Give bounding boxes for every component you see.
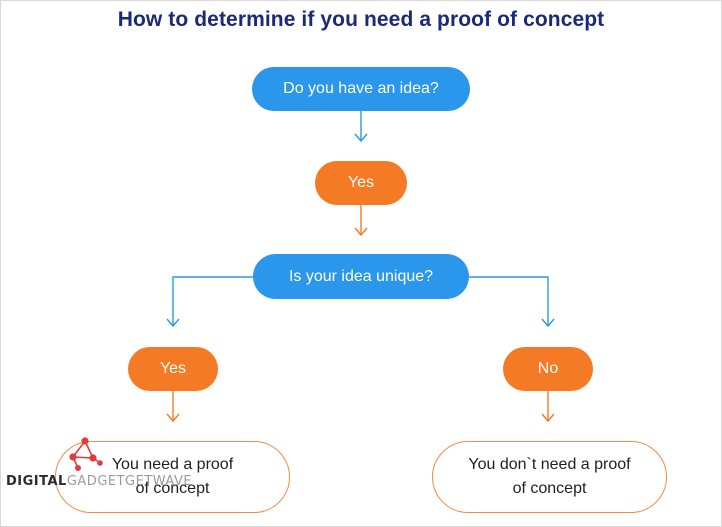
diagram-title: How to determine if you need a proof of … (117, 8, 605, 31)
answer-unique-yes-node: Yes (128, 347, 218, 391)
arrow-q1-to-yes (354, 111, 368, 143)
watermark-logo-icon (69, 437, 103, 471)
arrow-yes-to-q2 (354, 205, 368, 237)
arrow-yes-to-outcome (166, 391, 180, 423)
answer-unique-no-node: No (503, 347, 593, 391)
outcome-need-poc-line-2: of concept (135, 480, 210, 497)
answer-yes-node: Yes (315, 161, 407, 205)
outcome-need-poc-line-1: You need a proof (111, 456, 234, 473)
outcome-no-poc-node: You don`t need a proof of concept (432, 441, 667, 513)
outcome-no-poc-line-2: of concept (512, 480, 587, 497)
arrow-q2-to-no (469, 276, 555, 328)
question-idea-unique-label: Is your idea unique? (288, 267, 434, 285)
arrow-q2-to-yes (166, 276, 253, 328)
question-have-idea-node: Do you have an idea? (252, 67, 470, 111)
answer-unique-yes-label: Yes (159, 360, 187, 377)
outcome-no-poc-line-1: You don`t need a proof (468, 456, 631, 473)
answer-yes-label: Yes (347, 174, 375, 191)
answer-unique-no-label: No (537, 360, 559, 377)
question-idea-unique-node: Is your idea unique? (253, 254, 469, 299)
question-have-idea-label: Do you have an idea? (283, 80, 439, 97)
outcome-need-poc-node: You need a proof of concept (55, 441, 290, 513)
arrow-no-to-outcome (541, 391, 555, 423)
